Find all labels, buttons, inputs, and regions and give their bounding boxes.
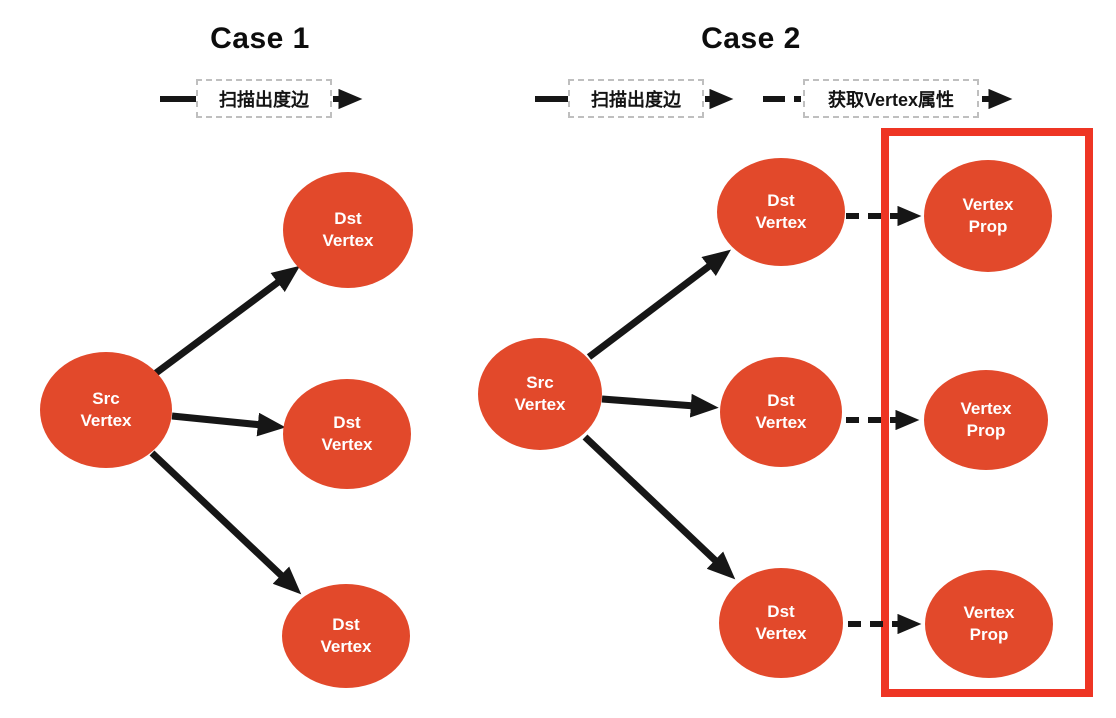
case2-dst-vertex-node-3: Dst Vertex — [719, 568, 843, 678]
case1-src-vertex-node: Src Vertex — [40, 352, 172, 468]
case1-edge-src-dst1 — [153, 265, 301, 376]
case2-legend-solid-label: 扫描出度边 — [568, 79, 704, 118]
case1-dst-vertex-node-3: Dst Vertex — [282, 584, 410, 688]
case1-edge-src-dst2 — [171, 412, 286, 437]
node-label: Dst Vertex — [755, 601, 807, 643]
node-label: Dst Vertex — [321, 412, 373, 454]
node-label: Dst Vertex — [755, 390, 807, 432]
case2-dst-vertex-node-1: Dst Vertex — [717, 158, 845, 266]
case2-title: Case 2 — [701, 22, 801, 55]
node-label: Dst Vertex — [755, 190, 807, 232]
node-label: Vertex Prop — [962, 194, 1014, 236]
case1-dst-vertex-node-1: Dst Vertex — [283, 172, 413, 288]
node-label: Vertex Prop — [960, 398, 1012, 440]
node-label: Dst Vertex — [320, 614, 372, 656]
node-label: Src Vertex — [80, 388, 132, 430]
case2-src-vertex-node: Src Vertex — [478, 338, 602, 450]
case2-vertex-prop-node-2: Vertex Prop — [924, 370, 1048, 470]
highlight-box — [881, 128, 1093, 697]
node-label: Vertex Prop — [963, 602, 1015, 644]
case2-dst-vertex-node-2: Dst Vertex — [720, 357, 842, 467]
node-label: Src Vertex — [514, 372, 566, 414]
case1-title: Case 1 — [210, 22, 310, 55]
case2-vertex-prop-node-1: Vertex Prop — [924, 160, 1052, 272]
case1-legend-solid-label: 扫描出度边 — [196, 79, 332, 118]
case2-edge-src-dst2 — [601, 393, 719, 418]
case2-edge-src-dst1 — [586, 249, 731, 360]
node-label: Dst Vertex — [322, 208, 374, 250]
case2-edge-src-dst3 — [582, 434, 736, 580]
case2-legend-dashed-label: 获取Vertex属性 — [803, 79, 979, 118]
case1-dst-vertex-node-2: Dst Vertex — [283, 379, 411, 489]
case1-edge-src-dst3 — [149, 450, 302, 595]
case2-vertex-prop-node-3: Vertex Prop — [925, 570, 1053, 678]
